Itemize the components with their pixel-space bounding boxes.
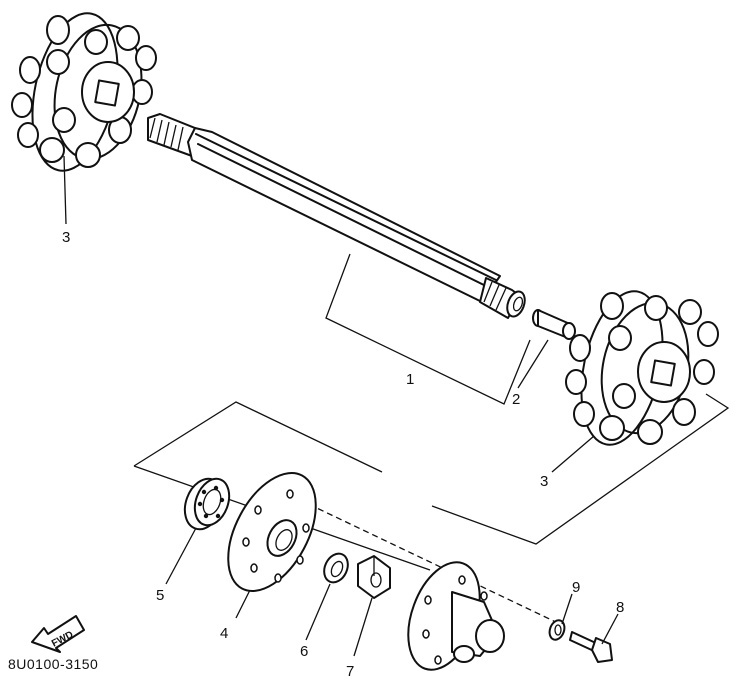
washer xyxy=(323,552,349,584)
label-lock-washer: 9 xyxy=(572,579,580,596)
sprocket-right xyxy=(565,290,719,446)
label-washer: 6 xyxy=(300,643,308,660)
nut xyxy=(357,555,391,599)
label-shaft: 1 xyxy=(406,371,414,388)
leader-lines xyxy=(63,155,619,657)
label-bearing: 5 xyxy=(156,587,164,604)
label-sprocket-right: 3 xyxy=(540,473,548,490)
label-collar: 2 xyxy=(512,391,520,408)
label-sprocket-left: 3 xyxy=(62,229,70,246)
collar xyxy=(532,309,576,340)
label-flange-plate: 4 xyxy=(220,625,228,642)
catalog-code: 8U0100-3150 xyxy=(8,656,99,672)
lock-washer xyxy=(548,619,566,641)
drive-shaft xyxy=(147,113,526,319)
bearing xyxy=(183,477,231,531)
label-nut: 7 xyxy=(346,663,354,680)
bolt xyxy=(569,631,613,663)
sprocket-left xyxy=(11,12,157,172)
bearing-housing xyxy=(407,561,505,671)
label-bolt: 8 xyxy=(616,599,624,616)
flange-plate xyxy=(227,472,317,592)
assembly-bracket-lines xyxy=(133,253,730,625)
fwd-arrow-icon: FWD xyxy=(31,615,85,653)
